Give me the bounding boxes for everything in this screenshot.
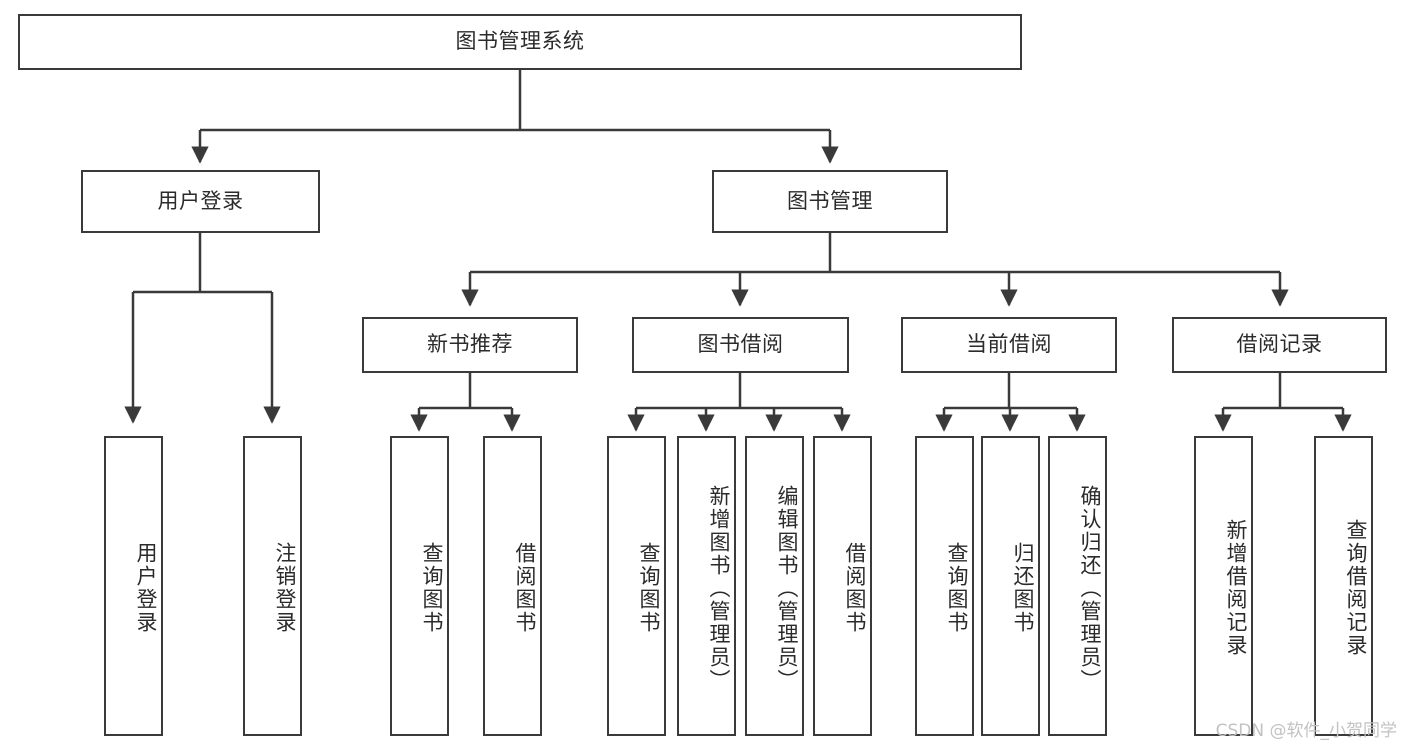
leaf-label: 编辑图书（管理员） [775,484,799,692]
leaf-current-borrow-1[interactable]: 归还图书 [981,436,1040,736]
leaf-label: 归还图书 [1011,542,1035,634]
node-book-manage-label: 图书管理 [787,188,873,213]
leaf-current-borrow-2[interactable]: 确认归还（管理员） [1048,436,1107,736]
node-book-manage[interactable]: 图书管理 [712,170,948,233]
leaf-book-borrow-3[interactable]: 借阅图书 [813,436,872,736]
node-user-login-label: 用户登录 [157,188,244,213]
leaf-borrow-record-0[interactable]: 新增借阅记录 [1194,436,1253,736]
node-user-login[interactable]: 用户登录 [81,170,320,233]
leaf-current-borrow-0[interactable]: 查询图书 [915,436,974,736]
node-root-label: 图书管理系统 [455,29,585,54]
leaf-book-borrow-2[interactable]: 编辑图书（管理员） [745,436,804,736]
leaf-book-borrow-0[interactable]: 查询图书 [607,436,666,736]
node-borrow-record[interactable]: 借阅记录 [1172,317,1387,373]
node-root[interactable]: 图书管理系统 [18,14,1022,70]
node-book-borrow[interactable]: 图书借阅 [632,317,849,373]
leaf-label: 确认归还（管理员） [1078,484,1102,692]
leaf-label: 借阅图书 [843,542,867,634]
node-current-borrow[interactable]: 当前借阅 [901,317,1117,373]
node-current-borrow-label: 当前借阅 [966,332,1052,357]
node-borrow-record-label: 借阅记录 [1236,332,1323,357]
leaf-new-book-recommend-1[interactable]: 借阅图书 [483,436,542,736]
leaf-label: 借阅图书 [513,542,537,634]
leaf-user-login-1[interactable]: 注销登录 [243,436,302,736]
leaf-label: 查询图书 [420,542,444,634]
leaf-label: 新增图书（管理员） [707,484,731,692]
node-new-book-recommend-label: 新书推荐 [427,332,513,357]
leaf-label: 查询图书 [637,542,661,634]
leaf-label: 注销登录 [273,542,297,634]
leaf-new-book-recommend-0[interactable]: 查询图书 [390,436,449,736]
leaf-book-borrow-1[interactable]: 新增图书（管理员） [677,436,736,736]
node-book-borrow-label: 图书借阅 [697,332,784,357]
leaf-label: 查询图书 [945,542,969,634]
leaf-label: 用户登录 [134,542,158,634]
leaf-label: 新增借阅记录 [1224,519,1248,657]
leaf-user-login-0[interactable]: 用户登录 [104,436,163,736]
leaf-borrow-record-1[interactable]: 查询借阅记录 [1314,436,1373,736]
node-new-book-recommend[interactable]: 新书推荐 [362,317,578,373]
leaf-label: 查询借阅记录 [1344,519,1368,657]
